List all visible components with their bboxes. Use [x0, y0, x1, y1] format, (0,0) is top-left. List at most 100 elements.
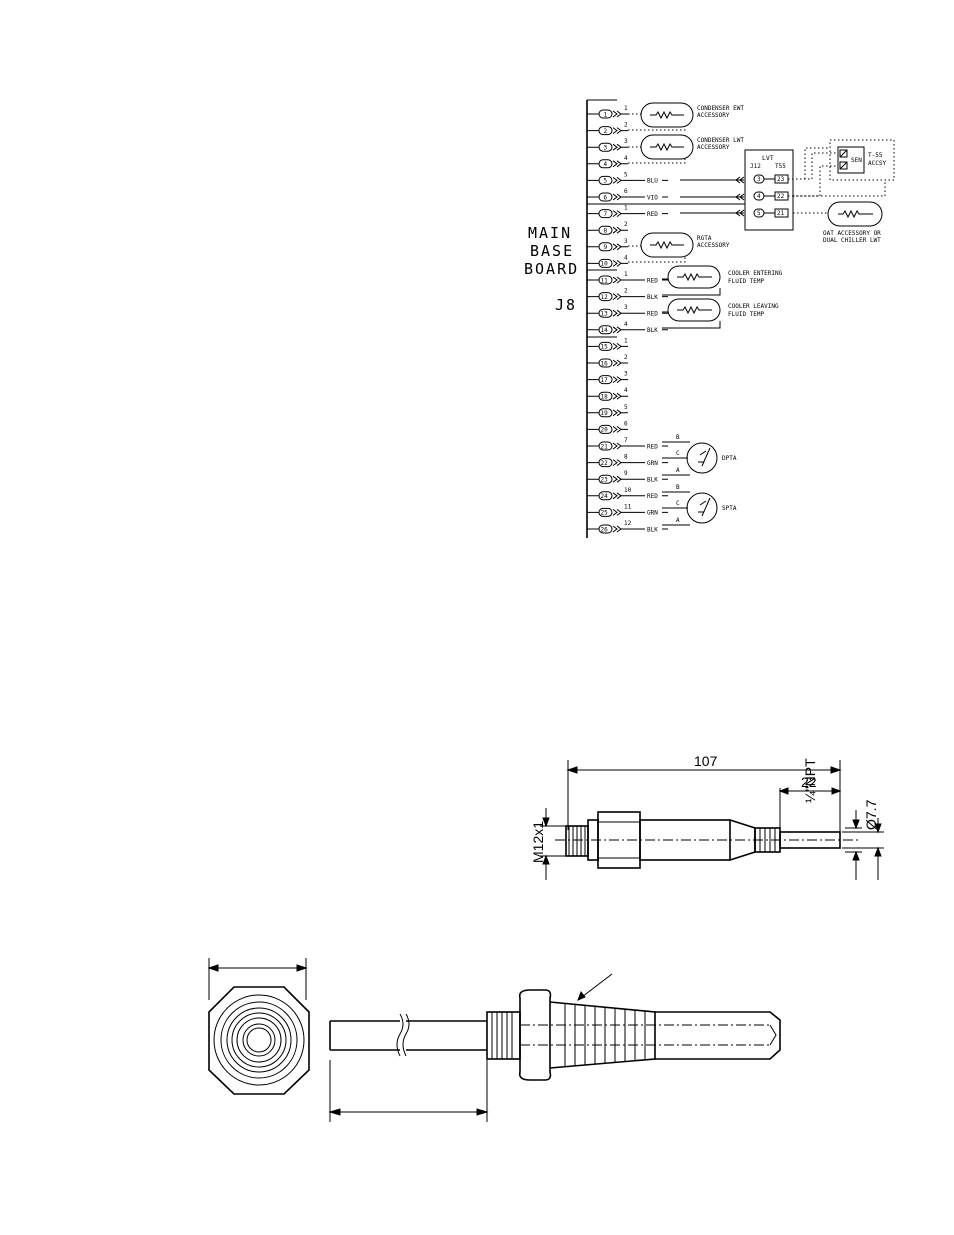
pin-number: 9 [624, 470, 628, 477]
pin-number: 3 [624, 304, 628, 311]
wiring-diagram: MAIN BASE BOARD J8 1122334455BLU66VIO71R… [524, 99, 895, 538]
condenser-ewt-label: CONDENSER EWT [697, 105, 744, 112]
t55-accessory-outline [829, 139, 895, 181]
end-view-ring [213, 994, 305, 1086]
diameter-label: Ø7.7 [863, 799, 879, 830]
pin-number: 4 [624, 155, 628, 162]
cooler-leaving-label: COOLER LEAVING [728, 303, 779, 310]
thermistor-body [667, 298, 721, 322]
wire [628, 159, 686, 164]
plug-arrow [612, 143, 622, 151]
rgta-label: RGTA [697, 235, 712, 242]
arrowhead [778, 787, 842, 795]
terminal-number: 16 [601, 360, 609, 367]
terminal-row-3: 33 [587, 138, 628, 152]
spta-label: SPTA [722, 505, 737, 512]
terminal-rows: 1122334455BLU66VIO71RED8293104111RED122B… [587, 105, 668, 534]
lvt-j12-pin-label: 5 [757, 210, 761, 217]
terminal-number: 7 [604, 211, 608, 218]
plug-arrow [612, 309, 622, 317]
accsy-label-2: ACCSY [868, 160, 886, 167]
connector-label: J8 [555, 296, 577, 314]
plug-arrow [612, 459, 622, 466]
condenser-lwt-sensor: CONDENSER LWT ACCESSORY [628, 134, 744, 164]
terminal-number: 10 [601, 261, 609, 268]
cooler-leaving-label-2: FLUID TEMP [728, 311, 765, 318]
condenser-lwt-label: CONDENSER LWT [697, 137, 744, 144]
plug-arrow [612, 492, 622, 500]
thermistor-body [640, 232, 694, 258]
terminal-number: 20 [601, 427, 609, 434]
pin-number: 7 [624, 437, 628, 444]
terminal-row-18: 184 [587, 387, 628, 401]
pin-number: 2 [624, 354, 628, 361]
transducer-dimension-drawing: 107 22 M12x1 ¼"NPT Ø7.7 [530, 753, 884, 880]
sen-terminal [839, 161, 848, 170]
terminal-row-8: 82 [587, 221, 628, 235]
probe-shaft [329, 1020, 400, 1051]
thread-line [568, 826, 586, 856]
terminal-number: 1 [604, 111, 608, 118]
lvt-j12-pin-label: 4 [757, 193, 761, 200]
spta-circle [686, 492, 718, 524]
extension-line [845, 810, 862, 880]
lvt-outline [744, 149, 794, 231]
wire-color-label: RED [647, 493, 658, 500]
end-view-ring [226, 1007, 292, 1073]
spta-letter-b: B [676, 484, 680, 491]
probe-shaft [406, 1020, 487, 1051]
wire-color-label: VIO [647, 194, 658, 201]
wire-color-label: GRN [647, 460, 658, 467]
plug-arrow [612, 127, 622, 134]
pin-number: 11 [624, 503, 632, 510]
terminal-number: 21 [601, 443, 609, 450]
terminal-row-16: 16 2 [587, 354, 628, 368]
pin-number: 2 [624, 221, 628, 228]
plug-arrow [612, 426, 622, 433]
pin-number: 5 [624, 171, 628, 178]
terminal-number: 5 [604, 178, 608, 185]
lvt-t55-pin-label: 21 [777, 210, 785, 217]
terminal-row-15: 151 [587, 337, 628, 351]
terminal-number: 25 [601, 510, 609, 517]
rgta-label-2: ACCESSORY [697, 242, 730, 249]
lvt-j12: J12 [750, 163, 761, 170]
extension-line [779, 788, 841, 832]
terminal-row-19: 195 [587, 404, 628, 418]
hex-end-view [208, 986, 310, 1095]
wire-color-label: BLK [647, 294, 658, 301]
arrowhead [874, 823, 882, 857]
thread-line [491, 1012, 513, 1059]
insertion-dimension-line [329, 1060, 488, 1122]
plug-arrow [612, 392, 622, 400]
bore-lines [520, 1024, 770, 1046]
lvt-title: LVT [762, 154, 774, 162]
pin-number: 4 [624, 321, 628, 328]
tapered-body [549, 1001, 656, 1069]
spta-letter-c: C [676, 500, 680, 507]
width-dimension-line [208, 958, 307, 1000]
terminal-number: 3 [604, 145, 608, 152]
pin-number: 6 [624, 420, 628, 427]
lvt-t55: T55 [775, 163, 786, 170]
terminal-number: 9 [604, 244, 608, 251]
pin-number: 1 [624, 271, 628, 278]
thermistor-well-drawing [207, 958, 781, 1122]
dpta-letter-a: A [676, 467, 680, 474]
thermistor-body [640, 102, 694, 128]
pin-number: 8 [624, 454, 628, 461]
plug-arrow [612, 243, 622, 251]
board-label-line-3: BOARD [524, 260, 579, 278]
end-view-ring [236, 1017, 282, 1063]
board-label-line-1: MAIN [528, 224, 572, 242]
resistor-symbol [650, 142, 684, 152]
wire [793, 180, 886, 197]
pin-number: 10 [624, 487, 632, 494]
arrowhead [207, 964, 308, 972]
thermistor-body [827, 201, 883, 227]
wire [662, 491, 690, 526]
